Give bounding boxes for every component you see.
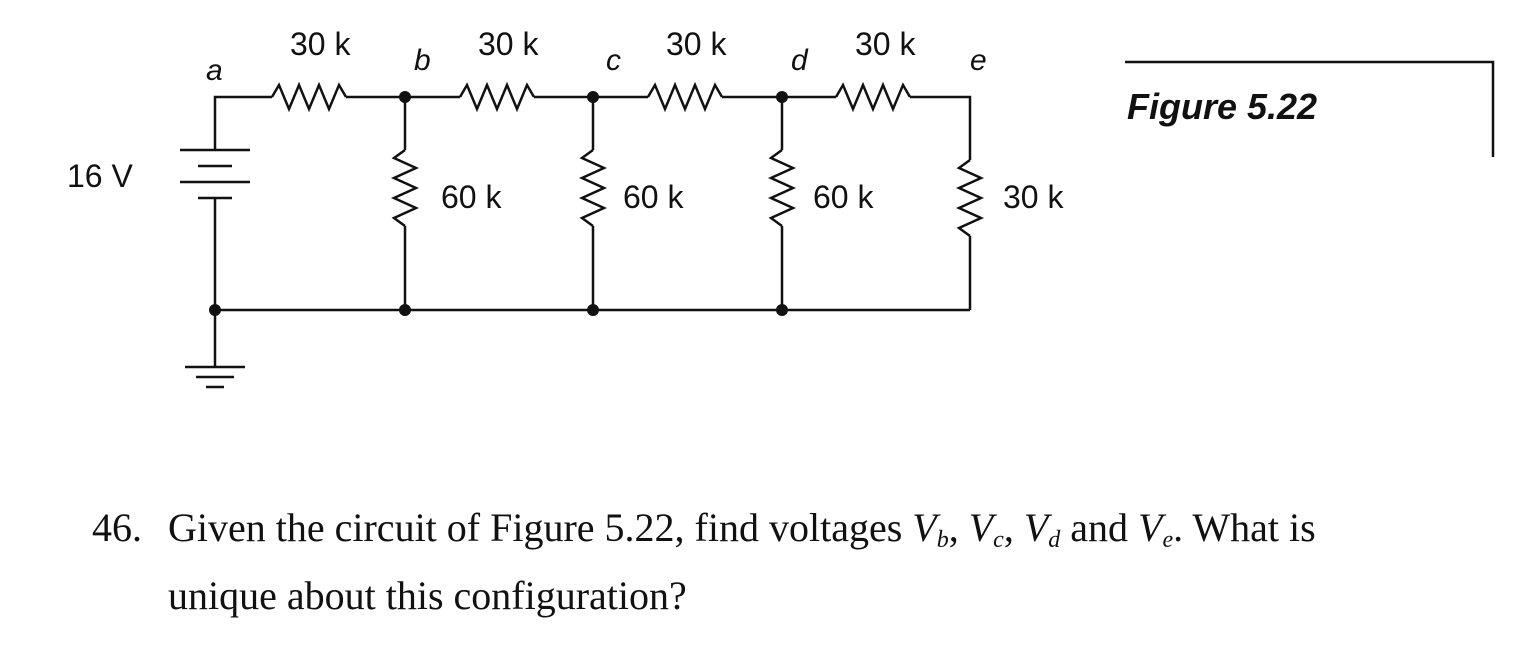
series-resistor-4-label: 30 k (855, 26, 916, 62)
problem-text-part1: Given the circuit of Figure 5.22, find v… (168, 505, 903, 550)
series-resistor-4 (834, 81, 912, 113)
series-resistor-1-label: 30 k (290, 26, 351, 62)
problem-line-2: unique about this configuration? (168, 573, 687, 618)
junction-dot-bottom-c (587, 304, 599, 316)
figure-frame-line (1125, 60, 1495, 157)
junction-dot-d (776, 91, 788, 103)
battery-symbol (180, 148, 250, 200)
series-resistor-3-label: 30 k (666, 26, 727, 62)
node-label-a: a (206, 54, 223, 87)
voltage-ve: Ve (1138, 505, 1174, 553)
shunt-resistor-c-label: 60 k (623, 179, 684, 215)
series-resistor-2 (458, 81, 536, 113)
series-resistor-2-label: 30 k (478, 26, 539, 62)
ground-symbol (185, 310, 245, 389)
problem-text-part2: . What is (1173, 505, 1316, 550)
problem-line-1: 46. Given the circuit of Figure 5.22, fin… (92, 500, 1512, 568)
junction-dot-bottom-a (209, 304, 221, 316)
node-label-e: e (970, 44, 987, 77)
junction-dot-bottom-b (399, 304, 411, 316)
node-label-b: b (414, 44, 431, 77)
voltage-vd: Vd (1023, 505, 1061, 553)
top-wire-segment-e (910, 95, 972, 160)
voltage-vc: Vc (968, 505, 1004, 553)
problem-text: 46. Given the circuit of Figure 5.22, fin… (92, 500, 1512, 624)
source-voltage-label: 16 V (67, 158, 133, 194)
series-resistor-3 (646, 81, 724, 113)
figure-title: Figure 5.22 (1127, 86, 1318, 127)
node-label-c: c (606, 44, 621, 77)
junction-dot-c (587, 91, 599, 103)
junction-dot-bottom-d (776, 304, 788, 316)
shunt-resistor-b (390, 97, 420, 310)
shunt-resistor-e (955, 158, 985, 310)
shunt-resistor-d-label: 60 k (813, 179, 874, 215)
voltage-vb: Vb (912, 505, 949, 553)
shunt-resistor-c (578, 97, 608, 310)
shunt-resistor-d (767, 97, 797, 310)
and-word: and (1070, 505, 1129, 550)
shunt-resistor-b-label: 60 k (441, 179, 502, 215)
junction-dot-b (399, 91, 411, 103)
shunt-resistor-e-label: 30 k (1003, 179, 1064, 215)
series-resistor-1 (270, 81, 348, 113)
node-label-d: d (791, 44, 809, 77)
top-wire-segment-a (213, 95, 272, 150)
problem-number: 46. (92, 505, 142, 550)
